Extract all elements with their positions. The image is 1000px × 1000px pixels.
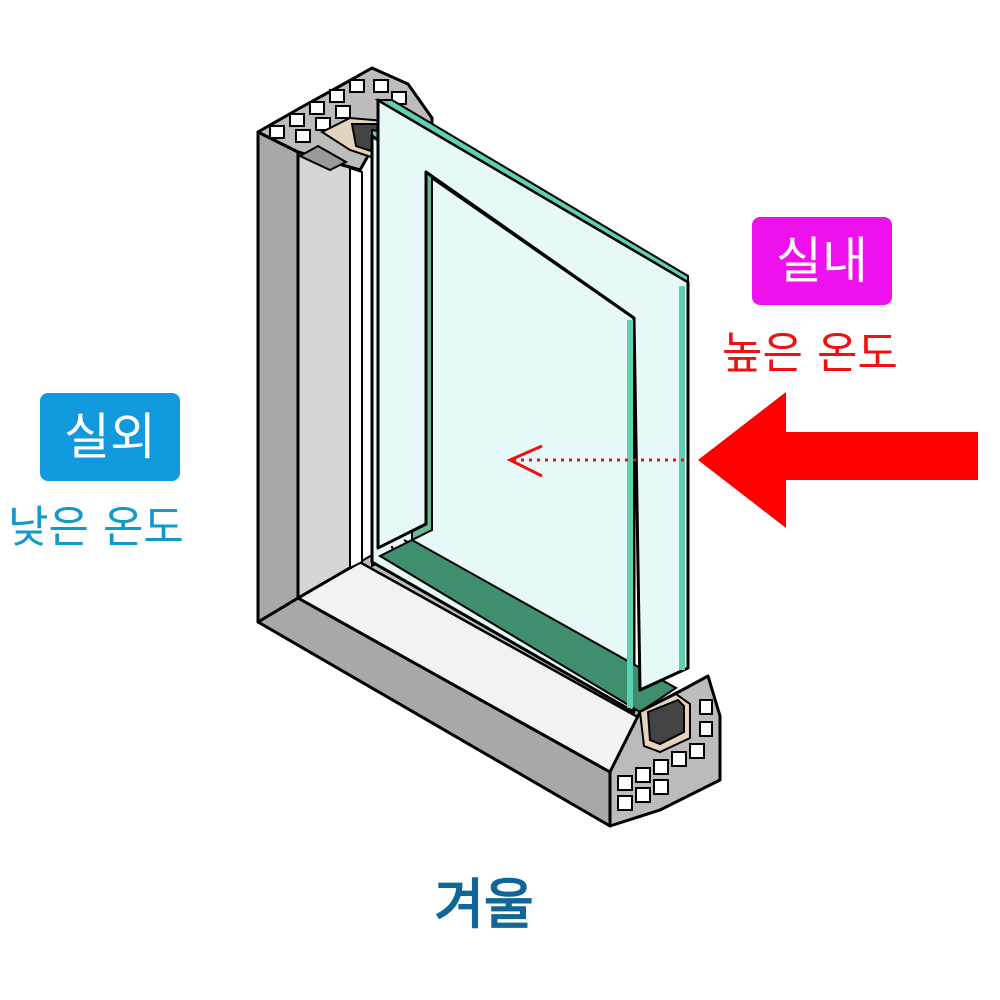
outdoor-label-badge: 실외 [40, 393, 180, 481]
heat-flow-dotted-arrow [506, 444, 684, 478]
bottom-profile-chambers [617, 699, 713, 811]
jamb-inner-edge [349, 166, 363, 570]
big-red-arrow-left-icon [698, 392, 978, 528]
outdoor-temperature-text: 낮은 온도 [8, 502, 184, 553]
spacer-bar-bottom [377, 538, 678, 714]
outer-glass-top-edge [374, 99, 689, 284]
season-caption: 겨울 [434, 873, 534, 936]
bottom-spacer-desiccant [646, 698, 685, 746]
indoor-temperature-text: 높은 온도 [722, 328, 898, 379]
indoor-label-badge: 실내 [752, 217, 892, 305]
top-glazing-bead [297, 144, 349, 172]
jamb-front-face [256, 130, 300, 624]
outer-glass-pane [376, 98, 690, 692]
